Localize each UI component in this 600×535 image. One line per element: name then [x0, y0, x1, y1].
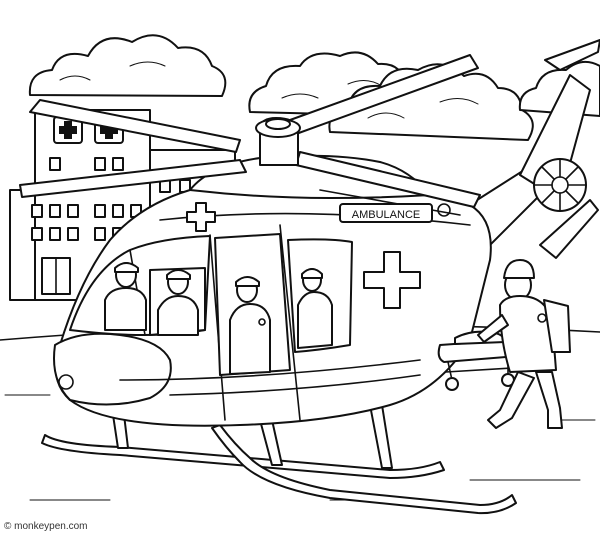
credit-text: © monkeypen.com [4, 521, 88, 532]
main-rotor [19, 54, 481, 208]
paramedic [477, 259, 571, 429]
helicopter-crew [104, 262, 333, 375]
ambulance-label: AMBULANCE [352, 209, 420, 221]
ambulance-markings: AMBULANCE [186, 202, 451, 309]
cross-icon [363, 251, 421, 309]
cross-icon [186, 202, 216, 232]
cloud-left [28, 34, 227, 97]
